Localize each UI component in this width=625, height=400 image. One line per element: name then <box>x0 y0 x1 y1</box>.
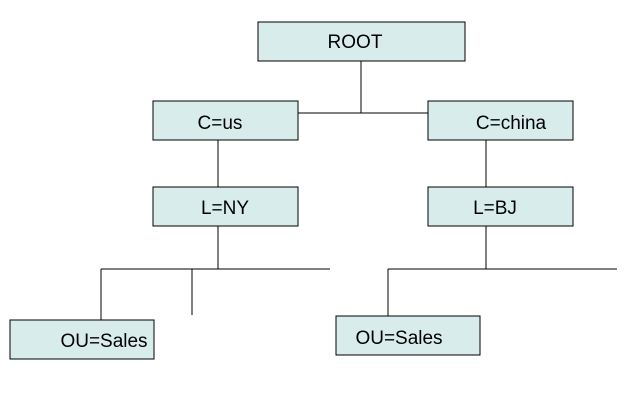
node-root: ROOT <box>257 21 466 62</box>
node-l-bj: L=BJ <box>427 186 574 227</box>
node-l-ny: L=NY <box>152 186 299 227</box>
node-c-us-label: C=us <box>198 113 243 134</box>
node-c-us: C=us <box>152 100 299 141</box>
node-root-label: ROOT <box>328 32 383 53</box>
node-l-ny-label: L=NY <box>201 198 249 219</box>
node-ou-sales-ny-label: OU=Sales <box>60 331 147 352</box>
connectors <box>100 61 617 320</box>
node-ou-sales-bj-label: OU=Sales <box>355 328 442 349</box>
node-ou-sales-ny: OU=Sales <box>9 319 155 360</box>
node-ou-sales-bj: OU=Sales <box>335 315 481 356</box>
node-c-china-label: C=china <box>476 113 547 134</box>
node-c-china: C=china <box>427 100 574 141</box>
node-l-bj-label: L=BJ <box>473 198 517 219</box>
